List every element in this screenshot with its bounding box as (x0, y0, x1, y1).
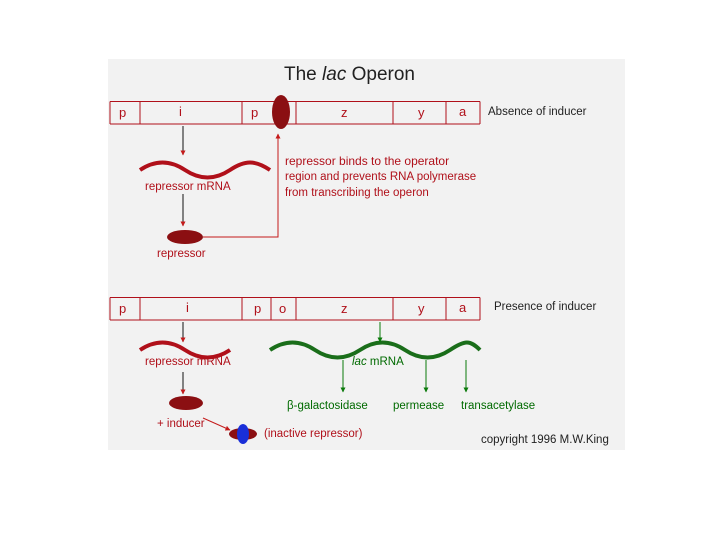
top-gene-p2: p (251, 105, 259, 120)
lac-mrna-italic: lac (352, 356, 367, 368)
top-repressor-mrna-wave (138, 160, 272, 180)
inactive-repressor-label: (inactive repressor) (264, 428, 363, 440)
inducer-binding-arrow (202, 417, 231, 431)
binds-note-line2: region and prevents RNA polymerase (285, 171, 477, 183)
bottom-gene-i: i (186, 300, 189, 315)
lac-mrna-rest: mRNA (366, 356, 404, 368)
lac-mrna-wave (268, 340, 482, 360)
title-pre: The (284, 64, 323, 85)
top-gene-y: y (418, 105, 425, 120)
repressor-to-operator-arrow (203, 133, 281, 238)
bottom-gene-p1: p (119, 301, 127, 316)
bottom-gene-y: y (418, 301, 425, 316)
top-gene-p1: p (119, 105, 127, 120)
repressor-label: repressor (157, 248, 206, 260)
top-dna-strand (109, 101, 481, 125)
top-gene-i: i (179, 104, 182, 119)
top-gene-a: a (459, 104, 467, 119)
top-repressor-mrna-label: repressor mRNA (145, 181, 231, 193)
diagram-title: The lac Operon (284, 64, 415, 86)
bottom-condition-label: Presence of inducer (494, 301, 597, 313)
bottom-repressor-mrna-label: repressor mRNA (145, 356, 231, 368)
transacetylase-label: transacetylase (461, 400, 536, 412)
inducer-label: + inducer (157, 418, 205, 430)
repressor-bound-operator (272, 95, 290, 129)
title-post: Operon (346, 64, 415, 85)
permease-label: permease (393, 400, 445, 412)
bottom-gene-z: z (341, 301, 348, 316)
top-gene-z: z (341, 105, 348, 120)
copyright-label: copyright 1996 M.W.King (481, 434, 609, 446)
title-italic-lac: lac (322, 64, 347, 85)
inactive-repressor-complex (229, 424, 257, 444)
binds-note-line3: from transcribing the operon (285, 187, 429, 199)
binds-note-line1: repressor binds to the operator (285, 154, 450, 168)
bottom-gene-p2: p (254, 301, 262, 316)
bottom-dna-strand (109, 297, 481, 321)
top-condition-label: Absence of inducer (488, 106, 587, 118)
top-repressor-protein (167, 230, 203, 244)
lac-mrna-label: lac mRNA (352, 356, 404, 368)
bottom-gene-a: a (459, 300, 467, 315)
bottom-gene-o: o (279, 301, 287, 316)
bottom-repressor-protein (169, 396, 203, 410)
beta-galactosidase-label: β-galactosidase (287, 400, 368, 412)
bottom-repressor-mrna-wave (138, 340, 232, 360)
